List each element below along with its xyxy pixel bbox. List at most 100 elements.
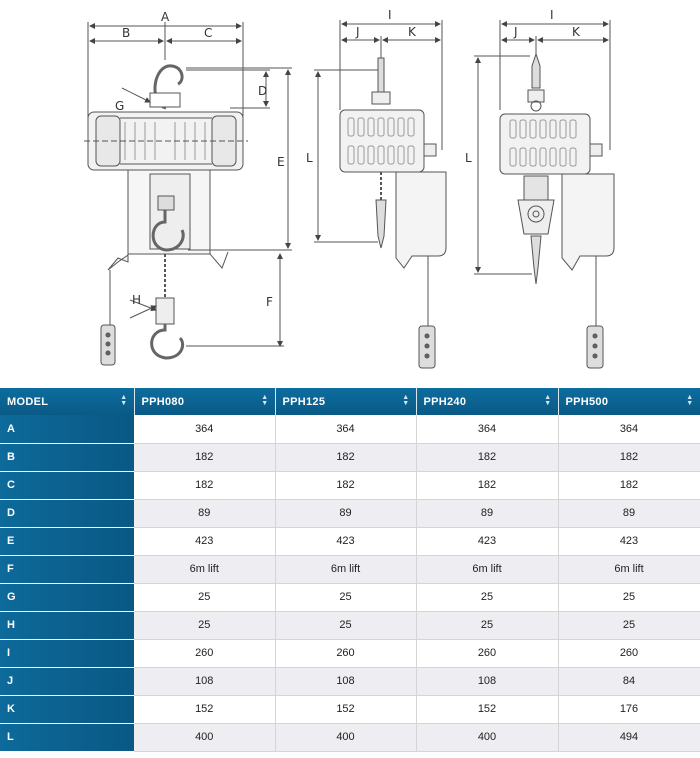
table-cell: 25 [558, 583, 700, 612]
row-label: G [0, 583, 134, 612]
side-view-2-labels: I J K L [465, 8, 581, 165]
header-label: MODEL [7, 395, 49, 408]
header-label: PPH240 [423, 395, 467, 408]
row-label: F [0, 555, 134, 584]
label-j-side2: J [513, 25, 518, 39]
label-d: D [258, 84, 267, 98]
table-cell: 182 [275, 443, 417, 472]
table-cell: 364 [416, 415, 559, 444]
table-cell: 182 [558, 443, 700, 472]
table-cell: 25 [416, 583, 559, 612]
label-h: H [132, 293, 141, 307]
table-cell: 25 [134, 611, 276, 640]
table-cell: 260 [134, 639, 276, 668]
table-cell: 260 [558, 639, 700, 668]
table-cell: 423 [416, 527, 559, 556]
side-view-1-labels: I J K L [306, 8, 417, 165]
sort-icon[interactable]: ▲▼ [120, 394, 128, 407]
row-label: A [0, 415, 134, 444]
table-cell: 182 [558, 471, 700, 500]
table-cell: 182 [134, 443, 276, 472]
row-label: L [0, 723, 134, 752]
table-cell: 364 [558, 415, 700, 444]
table-cell: 400 [416, 723, 559, 752]
row-label: E [0, 527, 134, 556]
dimension-drawing-svg: A B C D E F G H [84, 8, 615, 369]
header-pph080[interactable]: PPH080 ▲▼ [134, 388, 276, 415]
front-view-labels: A B C D E F G H [115, 10, 285, 309]
table-cell: 423 [134, 527, 276, 556]
row-label: D [0, 499, 134, 528]
header-model[interactable]: MODEL ▲▼ [0, 388, 135, 415]
table-cell: 6m lift [134, 555, 276, 584]
spec-table: MODEL ▲▼ PPH080 ▲▼ PPH125 ▲▼ PPH240 ▲▼ PPH50… [0, 388, 700, 752]
label-g: G [115, 99, 124, 113]
table-cell: 25 [134, 583, 276, 612]
header-label: PPH080 [141, 395, 185, 408]
label-l-side1: L [306, 151, 313, 165]
table-cell: 182 [416, 443, 559, 472]
label-c: C [204, 26, 212, 40]
side-view-1 [314, 20, 447, 369]
sort-icon[interactable]: ▲▼ [686, 394, 694, 407]
sort-icon[interactable]: ▲▼ [402, 394, 410, 407]
label-k-side1: K [408, 25, 417, 39]
label-k-side2: K [572, 25, 581, 39]
sort-icon[interactable]: ▲▼ [544, 394, 552, 407]
table-cell: 400 [134, 723, 276, 752]
label-b: B [122, 26, 130, 40]
row-label: K [0, 695, 134, 724]
table-cell: 182 [416, 471, 559, 500]
table-cell: 89 [558, 499, 700, 528]
table-cell: 423 [275, 527, 417, 556]
label-i-side2: I [550, 8, 554, 22]
header-pph500[interactable]: PPH500 ▲▼ [558, 388, 700, 415]
label-f: F [266, 295, 273, 309]
label-i-side1: I [388, 8, 392, 22]
label-a: A [161, 10, 170, 24]
row-label: J [0, 667, 134, 696]
table-cell: 108 [275, 667, 417, 696]
table-header-row: MODEL ▲▼ PPH080 ▲▼ PPH125 ▲▼ PPH240 ▲▼ PPH50… [0, 388, 700, 415]
table-cell: 423 [558, 527, 700, 556]
table-cell: 25 [275, 611, 417, 640]
table-cell: 260 [275, 639, 417, 668]
table-cell: 89 [416, 499, 559, 528]
row-label: B [0, 443, 134, 472]
table-cell: 6m lift [558, 555, 700, 584]
table-cell: 152 [416, 695, 559, 724]
label-l-side2: L [465, 151, 472, 165]
table-cell: 400 [275, 723, 417, 752]
table-cell: 25 [416, 611, 559, 640]
header-pph240[interactable]: PPH240 ▲▼ [416, 388, 559, 415]
hoist-dimension-drawing: A B C D E F G H [84, 8, 615, 369]
header-pph125[interactable]: PPH125 ▲▼ [275, 388, 417, 415]
table-cell: 494 [558, 723, 700, 752]
sort-icon[interactable]: ▲▼ [261, 394, 269, 407]
label-e: E [277, 155, 285, 169]
header-label: PPH500 [565, 395, 609, 408]
table-cell: 364 [275, 415, 417, 444]
table-cell: 6m lift [275, 555, 417, 584]
table-cell: 89 [275, 499, 417, 528]
table-cell: 182 [134, 471, 276, 500]
table-cell: 25 [275, 583, 417, 612]
header-label: PPH125 [282, 395, 326, 408]
table-cell: 182 [275, 471, 417, 500]
table-cell: 84 [558, 667, 700, 696]
table-cell: 25 [558, 611, 700, 640]
table-cell: 176 [558, 695, 700, 724]
table-cell: 108 [416, 667, 559, 696]
table-cell: 260 [416, 639, 559, 668]
row-label: H [0, 611, 134, 640]
